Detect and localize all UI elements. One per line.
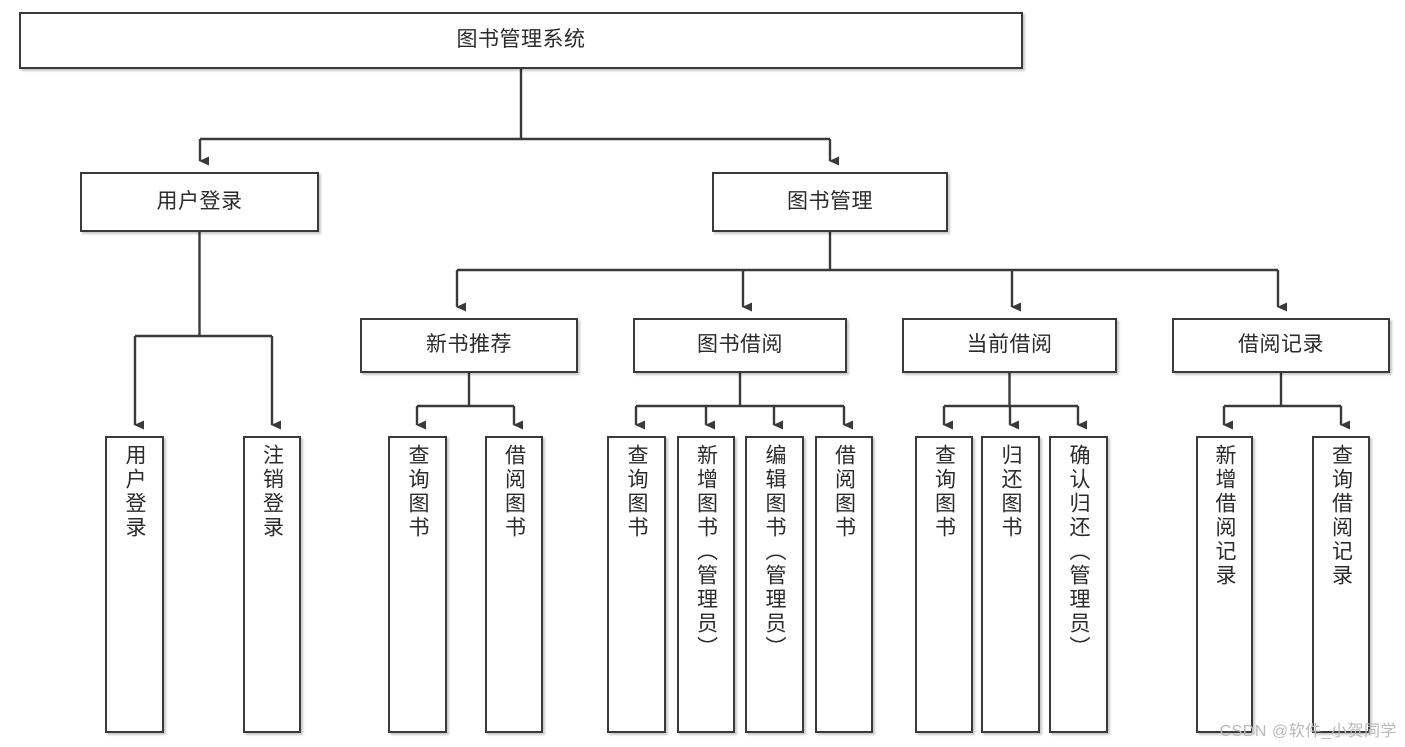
node-borrow-record[interactable]: 借阅记录 — [1172, 318, 1390, 373]
node-user-login[interactable]: 用户登录 — [80, 172, 319, 232]
node-leaf-return-book[interactable]: 归还图书 — [981, 436, 1040, 733]
node-leaf-add-book[interactable]: 新增图书（管理员） — [677, 436, 735, 733]
node-label: 新增借阅记录 — [1213, 444, 1236, 588]
node-label: 用户登录 — [156, 189, 243, 213]
node-label: 归还图书 — [999, 444, 1022, 540]
node-label: 图书管理系统 — [456, 28, 586, 52]
node-label: 确认归还（管理员） — [1067, 444, 1090, 660]
node-label: 图书管理 — [787, 189, 873, 213]
node-leaf-query-book-1[interactable]: 查询图书 — [388, 436, 447, 733]
node-leaf-query-book-2[interactable]: 查询图书 — [607, 436, 666, 733]
node-label: 用户登录 — [123, 444, 146, 540]
node-current-borrow[interactable]: 当前借阅 — [902, 318, 1117, 373]
node-label: 查询图书 — [625, 444, 648, 540]
node-leaf-user-logout[interactable]: 注销登录 — [243, 436, 301, 733]
node-leaf-query-book-3[interactable]: 查询图书 — [915, 436, 973, 733]
node-new-book-rec[interactable]: 新书推荐 — [360, 318, 578, 373]
node-label: 查询图书 — [932, 444, 956, 540]
node-label: 新书推荐 — [426, 333, 512, 357]
node-label: 新增图书（管理员） — [694, 444, 718, 660]
node-leaf-borrow-book-1[interactable]: 借阅图书 — [485, 436, 543, 733]
node-label: 借阅图书 — [502, 444, 526, 540]
node-book-borrow[interactable]: 图书借阅 — [633, 318, 847, 373]
watermark-text: CSDN @软件_小贺同学 — [1219, 723, 1397, 740]
node-label: 编辑图书（管理员） — [763, 444, 786, 660]
node-label: 注销登录 — [260, 444, 284, 540]
node-leaf-user-login[interactable]: 用户登录 — [105, 436, 164, 733]
node-leaf-confirm-return[interactable]: 确认归还（管理员） — [1049, 436, 1108, 733]
node-leaf-query-record[interactable]: 查询借阅记录 — [1312, 436, 1370, 733]
node-label: 借阅记录 — [1238, 333, 1324, 357]
node-label: 查询借阅记录 — [1329, 444, 1353, 588]
node-leaf-add-record[interactable]: 新增借阅记录 — [1196, 436, 1253, 733]
node-label: 查询图书 — [406, 444, 429, 540]
node-label: 当前借阅 — [966, 333, 1053, 357]
node-book-manage[interactable]: 图书管理 — [712, 172, 948, 232]
node-label: 图书借阅 — [697, 333, 783, 357]
node-root[interactable]: 图书管理系统 — [19, 12, 1023, 69]
node-label: 借阅图书 — [832, 444, 856, 540]
node-leaf-borrow-book-2[interactable]: 借阅图书 — [815, 436, 873, 733]
node-leaf-edit-book[interactable]: 编辑图书（管理员） — [745, 436, 804, 733]
